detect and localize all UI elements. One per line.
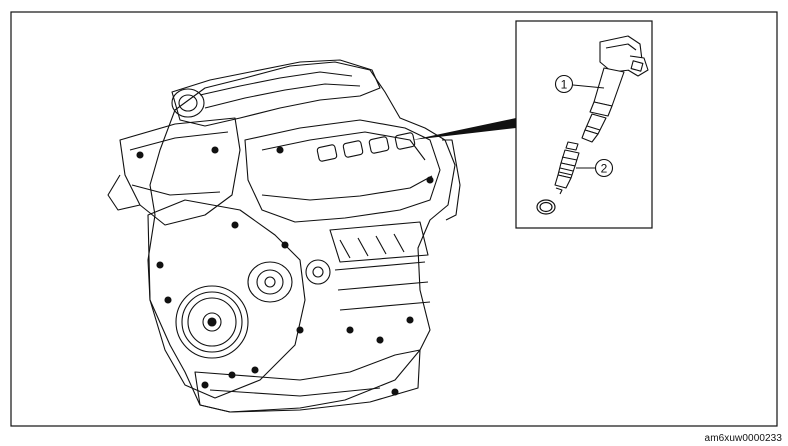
image-reference-code: am6xuw0000233	[704, 433, 782, 444]
callout-2: 2	[576, 158, 614, 178]
callout-1-circle	[554, 74, 574, 94]
ignition-coil	[581, 35, 649, 143]
gasket-ring	[536, 199, 556, 215]
callout-1: 1	[554, 74, 605, 94]
detail-leader-wedge	[412, 118, 516, 140]
callout-1-number: 1	[561, 78, 568, 92]
callout-2-circle	[594, 158, 614, 178]
engine-illustration	[107, 59, 461, 413]
callout-2-number: 2	[601, 162, 608, 176]
spark-plug	[554, 141, 580, 195]
